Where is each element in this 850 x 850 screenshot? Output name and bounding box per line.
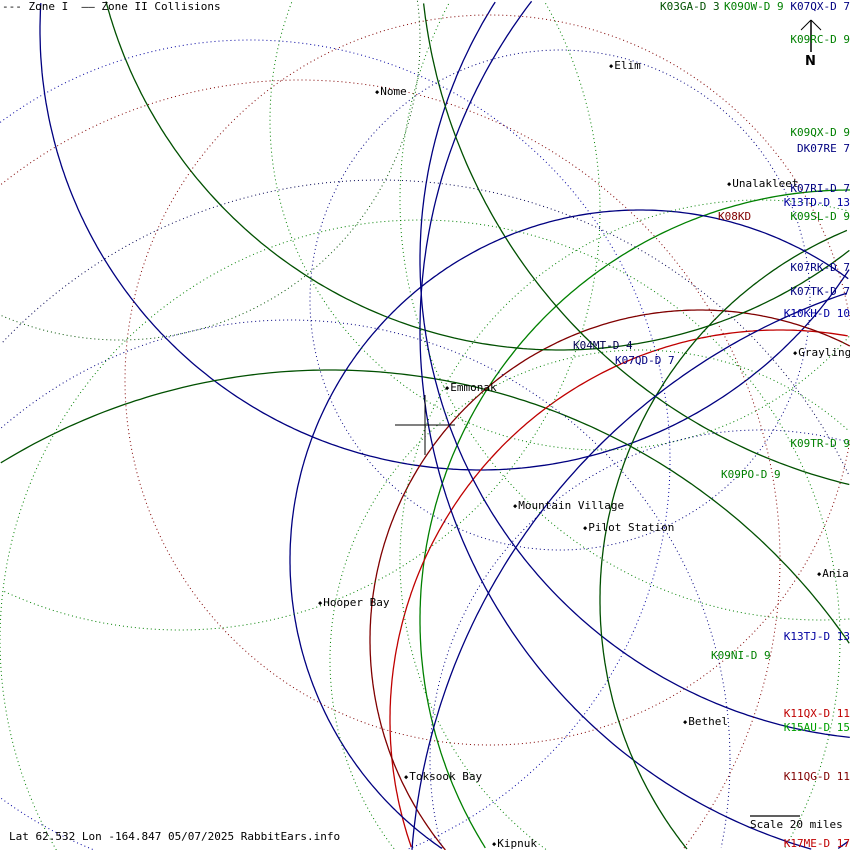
station-K17ME[interactable]: K17ME-D 17: [783, 837, 850, 850]
zone1-coverage-circle: [399, 199, 848, 850]
station-DK07RE[interactable]: DK07RE 7: [797, 142, 850, 155]
map-legend: --- Zone I —— Zone II Collisions: [2, 1, 221, 13]
station-K03GA[interactable]: K03GA-D 3: [660, 0, 720, 13]
city-mountain-village: Mountain Village: [513, 500, 624, 512]
station-K07QD[interactable]: K07QD-D 7: [615, 354, 675, 367]
zone2-collision-circle: [599, 229, 848, 850]
zone2-collision-circle: [419, 0, 812, 850]
zone2-collision-circle: [369, 309, 850, 850]
zone1-coverage-circle: [0, 39, 671, 850]
city-unalakleet: Unalakleet: [727, 178, 798, 190]
north-arrow-icon: [800, 19, 812, 31]
zone1-coverage-circle: [2, 179, 850, 477]
station-K11QG[interactable]: K11QG-D 11: [783, 770, 850, 783]
city-nome: Nome: [375, 86, 407, 98]
scale-label: Scale 20 miles: [750, 818, 843, 831]
station-K09SL[interactable]: K09SL-D 9: [790, 210, 850, 223]
station-K13TJ[interactable]: K13TJ-D 13: [783, 630, 850, 643]
legend-zone2: Zone II Collisions: [101, 0, 221, 13]
city-kipnuk: Kipnuk: [492, 838, 537, 850]
legend-zone1-swatch: ---: [2, 0, 22, 13]
city-pilot-station: Pilot Station: [583, 522, 674, 534]
station-K09OW[interactable]: K09OW-D 9: [724, 0, 784, 13]
station-K07QX[interactable]: K07QX-D 7: [790, 0, 850, 13]
station-K04MT[interactable]: K04MT-D 4: [573, 339, 633, 352]
zone2-collision-circle: [419, 189, 850, 849]
zone2-collision-circle: [105, 1, 850, 351]
legend-zone2-swatch: ——: [74, 0, 95, 13]
station-K09NI[interactable]: K09NI-D 9: [711, 649, 771, 662]
city-bethel: Bethel: [683, 716, 728, 728]
station-K09TR[interactable]: K09TR-D 9: [790, 437, 850, 450]
station-K07TK[interactable]: K07TK-D 7: [790, 285, 850, 298]
city-aniak: Aniak: [817, 568, 850, 580]
zone1-coverage-circle: [0, 219, 841, 850]
zone1-coverage-circle: [124, 14, 850, 746]
zone1-coverage-circle: [329, 349, 850, 850]
city-hooper-bay: Hooper Bay: [318, 597, 389, 609]
station-K07RI[interactable]: K07RI-D 7: [790, 182, 850, 195]
zone1-coverage-circle: [0, 0, 421, 341]
zone1-coverage-circle: [2, 2, 601, 631]
station-K09PO[interactable]: K09PO-D 9: [721, 468, 781, 481]
zone2-collision-circle: [389, 329, 848, 848]
zone1-coverage-circle: [429, 429, 849, 849]
city-emmonak: Emmonak: [445, 382, 496, 394]
station-K13TD[interactable]: K13TD-D 13: [783, 196, 850, 209]
zone2-collision-circle: [422, 3, 850, 486]
station-K09QX[interactable]: K09QX-D 9: [790, 126, 850, 139]
station-K09RC[interactable]: K09RC-D 9: [790, 33, 850, 46]
station-K08KD[interactable]: K08KD: [718, 210, 752, 223]
legend-zone1: Zone I: [28, 0, 69, 13]
zone1-coverage-circle: [0, 319, 731, 848]
north-arrow-icon: [810, 19, 822, 31]
city-toksook-bay: Toksook Bay: [404, 771, 482, 783]
station-K07RK[interactable]: K07RK-D 7: [790, 261, 850, 274]
zone2-collision-circle: [289, 209, 849, 849]
zone1-coverage-circle: [269, 1, 850, 451]
station-K11QX[interactable]: K11QX-D 11: [783, 707, 850, 720]
north-arrow-label: N: [805, 54, 816, 69]
station-K15AU[interactable]: K15AU-D 15: [783, 721, 850, 734]
station-K10KH[interactable]: K10KH-D 10: [783, 307, 850, 320]
zone2-collision-circle: [39, 3, 850, 471]
city-grayling: Grayling: [793, 347, 850, 359]
zone2-collision-circle: [419, 1, 850, 739]
city-elim: Elim: [609, 60, 641, 72]
footer-coordinates: Lat 62.532 Lon -164.847 05/07/2025 Rabbi…: [9, 830, 341, 843]
